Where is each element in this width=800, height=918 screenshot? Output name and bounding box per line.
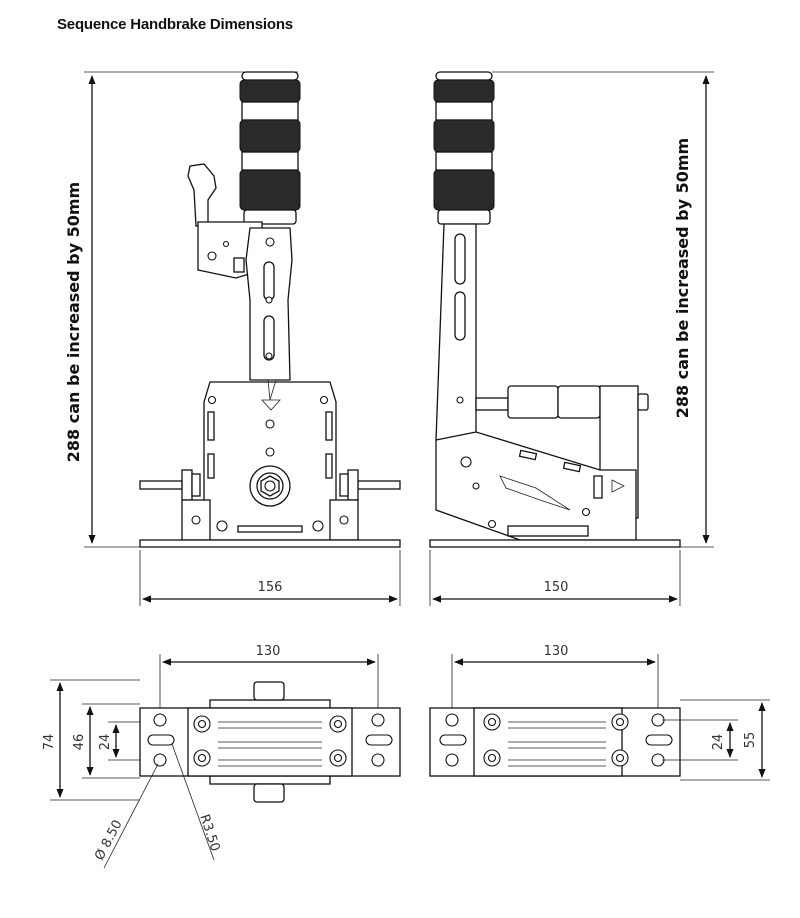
front-body [203,381,337,541]
left-spacing-label: 130 [256,644,281,659]
side-width-label: 150 [544,580,569,595]
front-height-note: 288 can be increased by 50mm [64,182,83,462]
left-hole-spacing-label: 24 [98,734,113,751]
top-view-right: 130 24 55 [429,644,770,781]
side-base-plate [429,539,681,548]
front-handle-knob [239,71,301,225]
side-height-note: 288 can be increased by 50mm [673,138,692,418]
diagram-title: Sequence Handbrake Dimensions [57,16,293,33]
right-spacing-label: 130 [544,644,569,659]
top-view-left: 130 74 46 24 [42,644,401,869]
front-view: 156 288 can be increased by 50mm [64,71,401,606]
slot-radius-label: R3.50 [196,813,222,854]
side-handle-knob [433,71,495,225]
front-base-plate [139,539,401,548]
front-lever-arm [245,227,293,381]
front-width-label: 156 [258,580,283,595]
overall-depth-label: 74 [42,734,57,751]
side-view: 150 288 can be increased by 50mm [429,71,714,606]
front-trigger [187,163,217,227]
hole-diameter-label: Ø 8.50 [92,818,126,863]
inner-depth-label: 46 [72,734,87,751]
right-hole-spacing-label: 24 [711,734,726,751]
side-cylinder [507,385,559,419]
right-extra-label: 55 [743,732,758,749]
